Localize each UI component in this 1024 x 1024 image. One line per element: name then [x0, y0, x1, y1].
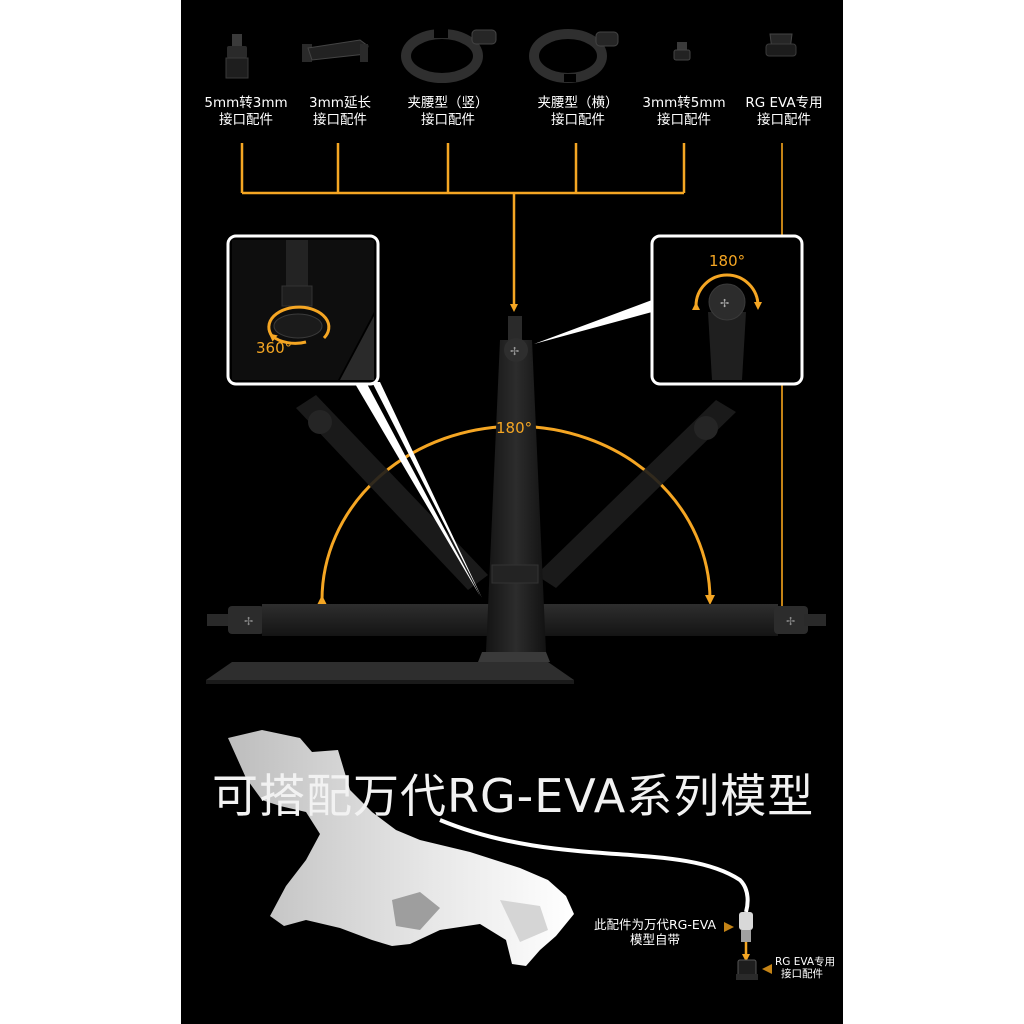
rg-eva-socket-icon	[765, 33, 797, 57]
part-label-clamp-horizontal: 夹腰型（横）接口配件	[537, 95, 619, 128]
peg-adapter-icon	[225, 34, 249, 79]
horizontal-arm-right: ✢	[530, 604, 826, 636]
note-arrow-icon	[724, 922, 734, 932]
callout-pointer-right	[534, 300, 652, 344]
waist-clamp-vertical-icon	[401, 28, 497, 83]
part-label-rg-eva-socket: RG EVA专用接口配件	[745, 95, 823, 128]
head-tilt-angle: 180°	[709, 252, 746, 270]
part-label-clamp-vertical: 夹腰型（竖）接口配件	[407, 95, 489, 128]
stand-base	[206, 652, 574, 684]
headline: 可搭配万代RG-EVA系列模型	[212, 769, 815, 823]
connector-lines	[240, 143, 686, 312]
svg-text:✢: ✢	[510, 345, 519, 358]
callout-pointer-left	[354, 382, 482, 598]
rg-eva-plug-icon	[736, 912, 758, 980]
cable	[439, 818, 750, 913]
callout-base-rotation	[226, 234, 380, 386]
small-peg-icon	[673, 42, 691, 61]
socket-arrow-icon	[762, 964, 772, 974]
socket-label: RG EVA专用接口配件	[775, 956, 836, 980]
horizontal-arm-left: ✢	[207, 604, 494, 636]
svg-text:✢: ✢	[720, 297, 729, 310]
callout-head-tilt: ✢	[650, 234, 804, 386]
stand-pole: ✢	[486, 316, 546, 652]
ghost-arm-right	[536, 400, 736, 588]
svg-text:✢: ✢	[244, 615, 253, 628]
svg-text:✢: ✢	[786, 615, 795, 628]
ghost-arm-left	[296, 395, 488, 590]
part-label-extension: 3mm延长接口配件	[309, 95, 371, 128]
arm-swing-angle: 180°	[496, 419, 533, 437]
eva-model-silhouette	[228, 730, 574, 966]
base-rotation-angle: 360°	[256, 339, 293, 357]
extension-arm-icon	[302, 39, 369, 62]
waist-clamp-horizontal-icon	[529, 29, 619, 83]
